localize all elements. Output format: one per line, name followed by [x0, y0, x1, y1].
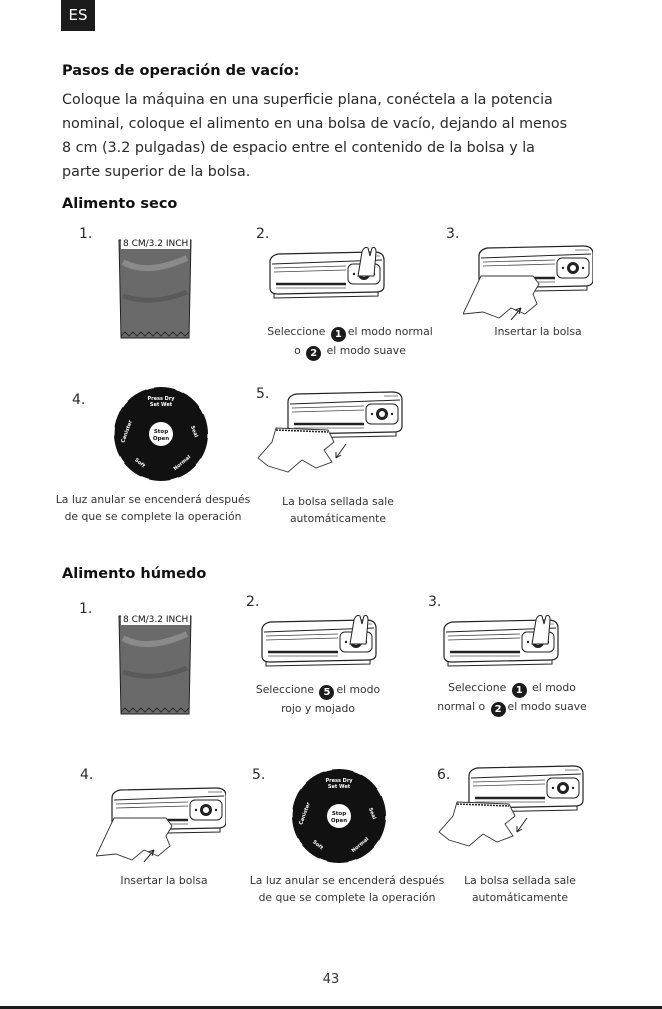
intro-paragraph: Coloque la máquina en una superficie pla…	[62, 88, 607, 184]
mode-1-icon: 1	[511, 683, 527, 698]
step-number: 4.	[72, 392, 86, 408]
dial-label: Press Dry	[325, 778, 353, 784]
vacuum-sealer-illustration	[266, 246, 390, 302]
page-title: Pasos de operación de vacío:	[62, 63, 300, 79]
caption-text: el modo suave	[507, 700, 587, 713]
caption-text: Seleccione	[448, 681, 507, 694]
caption-line: rojo y mojado	[281, 702, 355, 715]
step-number: 4.	[80, 767, 94, 783]
step-number: 6.	[437, 767, 451, 783]
step-number: 2.	[256, 226, 270, 242]
step-number: 5.	[256, 386, 270, 402]
caption-text: Seleccione	[255, 683, 314, 696]
intro-line: 8 cm (3.2 pulgadas) de espacio entre el …	[62, 140, 535, 156]
caption-text: el modo	[532, 681, 576, 694]
caption-text: o	[294, 344, 301, 357]
caption-line: de que se complete la operación	[64, 510, 242, 523]
step-caption: La bolsa sellada sale automáticamente	[450, 872, 590, 906]
caption-text: el modo	[336, 683, 381, 696]
caption-text: normal o	[437, 700, 486, 713]
caption-line: automáticamente	[471, 891, 569, 904]
intro-line: Coloque la máquina en una superficie pla…	[62, 92, 553, 108]
caption-line: automáticamente	[289, 512, 387, 525]
step-number: 3.	[446, 226, 460, 242]
caption-line: de que se complete la operación	[258, 891, 436, 904]
vacuum-sealer-illustration	[440, 614, 564, 670]
dial-label: Press Dry	[147, 396, 175, 402]
sealed-bag-illustration	[256, 390, 408, 474]
step-caption: Insertar la bolsa	[494, 325, 582, 338]
vacuum-bag-illustration: 8 CM/3.2 INCH	[117, 236, 193, 342]
step-number: 1.	[79, 601, 93, 617]
step-number: 5.	[252, 767, 266, 783]
mode-1-icon: 1	[330, 327, 346, 342]
control-dial-illustration: Stop Open Press Dry Set Wet Seal Caniste…	[291, 768, 387, 864]
insert-bag-illustration	[95, 786, 228, 863]
intro-line: nominal, coloque el alimento en una bols…	[62, 116, 568, 132]
step-caption: Insertar la bolsa	[120, 874, 208, 887]
caption-line: La bolsa sellada sale	[464, 874, 576, 887]
language-tab: ES	[61, 0, 95, 31]
caption-line: La luz anular se encenderá después	[55, 493, 251, 506]
step-caption: La luz anular se encenderá después de qu…	[46, 491, 260, 525]
step-caption: La bolsa sellada sale automáticamente	[268, 493, 408, 527]
dial-center-top-label: Stop	[154, 429, 168, 435]
bag-gap-label: 8 CM/3.2 INCH	[121, 239, 191, 249]
wet-food-heading: Alimento húmedo	[62, 566, 207, 582]
dial-center-bottom-label: Open	[331, 818, 347, 824]
step-number: 1.	[79, 226, 93, 242]
vacuum-bag-illustration: 8 CM/3.2 INCH	[117, 612, 193, 718]
mode-5-icon: 5	[319, 685, 335, 700]
step-number: 2.	[246, 594, 260, 610]
caption-line: La luz anular se encenderá después	[249, 874, 445, 887]
dial-label: Set Wet	[150, 402, 173, 408]
insert-bag-illustration	[462, 244, 595, 321]
caption-text: el modo suave	[326, 344, 406, 357]
caption-text: el modo normal	[347, 325, 433, 338]
caption-text: Seleccione	[267, 325, 326, 338]
intro-line: parte superior de la bolsa.	[62, 164, 251, 180]
dial-label: Seal	[367, 807, 377, 821]
mode-2-icon: 2	[306, 346, 322, 361]
page-number: 43	[322, 972, 340, 987]
mode-2-icon: 2	[490, 702, 506, 717]
caption-line: La bolsa sellada sale	[282, 495, 394, 508]
dial-label: Seal	[189, 425, 199, 439]
step-number: 3.	[428, 594, 442, 610]
control-dial-illustration: Stop Open Press Dry Set Wet Seal Caniste…	[113, 386, 209, 482]
bag-gap-label: 8 CM/3.2 INCH	[121, 615, 191, 625]
step-caption: La luz anular se encenderá después de qu…	[240, 872, 454, 906]
dial-center-bottom-label: Open	[153, 436, 169, 442]
footer-rule	[0, 1006, 662, 1009]
sealed-bag-illustration	[437, 764, 589, 848]
dial-label: Set Wet	[328, 784, 351, 790]
vacuum-sealer-illustration	[258, 614, 382, 670]
dial-center-top-label: Stop	[332, 811, 346, 817]
dry-food-heading: Alimento seco	[62, 196, 178, 212]
